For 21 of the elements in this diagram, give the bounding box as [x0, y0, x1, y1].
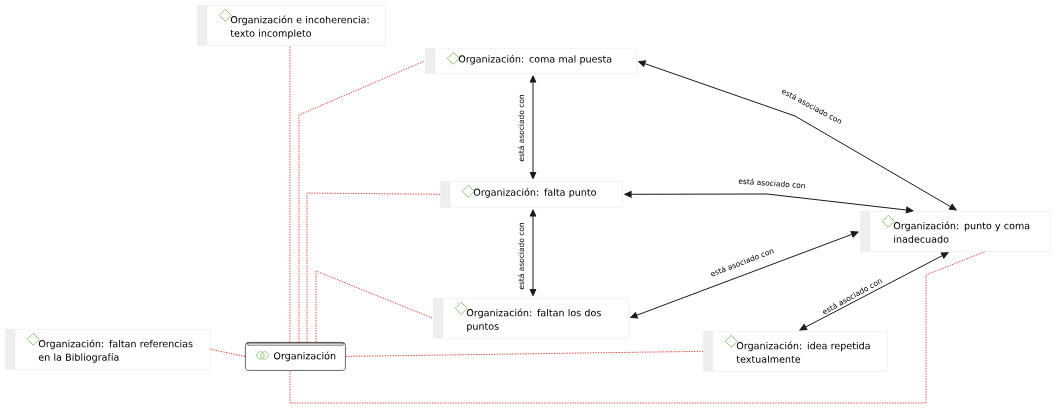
connector-line	[298, 60, 426, 343]
concept-box: Organización: faltan referencias en la Bibliografía	[5, 329, 211, 370]
concept-box: Organización: coma mal puesta	[425, 48, 637, 74]
arrow	[529, 209, 537, 297]
arrow	[624, 190, 914, 214]
connector-line	[345, 350, 704, 357]
arrow	[638, 60, 957, 211]
concept-box: Organización: falta punto	[440, 181, 623, 208]
connector-line	[315, 270, 434, 343]
concept-box: Organización e incoherencia: texto incompleto	[197, 5, 386, 46]
group-box: Organización	[245, 342, 346, 371]
connector-line	[289, 45, 291, 343]
arrow	[799, 252, 949, 331]
arrow	[630, 231, 859, 319]
concept-box: Organización: faltan los dos puntos	[433, 298, 629, 339]
connector-line	[306, 192, 441, 343]
concept-box: Organización: punto y coma inadecuado	[860, 211, 1051, 252]
connector-line	[289, 251, 986, 404]
connector-line	[210, 348, 246, 357]
arrow	[529, 75, 537, 180]
concept-box: Organización: idea repetida textualmente	[703, 331, 888, 372]
